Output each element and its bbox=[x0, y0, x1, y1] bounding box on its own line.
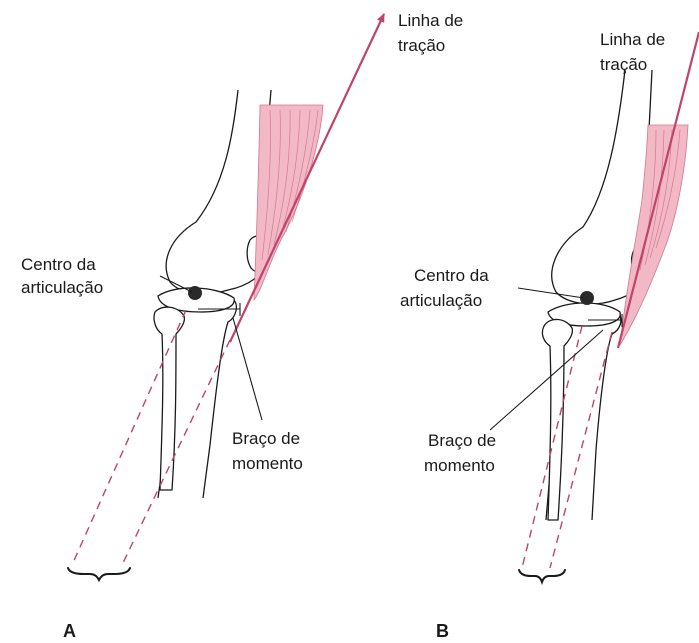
brace-b bbox=[519, 570, 565, 582]
moment-arm-leader-a bbox=[233, 318, 262, 420]
joint-center-dot-a bbox=[188, 286, 202, 300]
panel-letter-a: A bbox=[63, 621, 76, 641]
brace-a bbox=[68, 568, 130, 580]
panel-letter-b: B bbox=[436, 621, 449, 641]
